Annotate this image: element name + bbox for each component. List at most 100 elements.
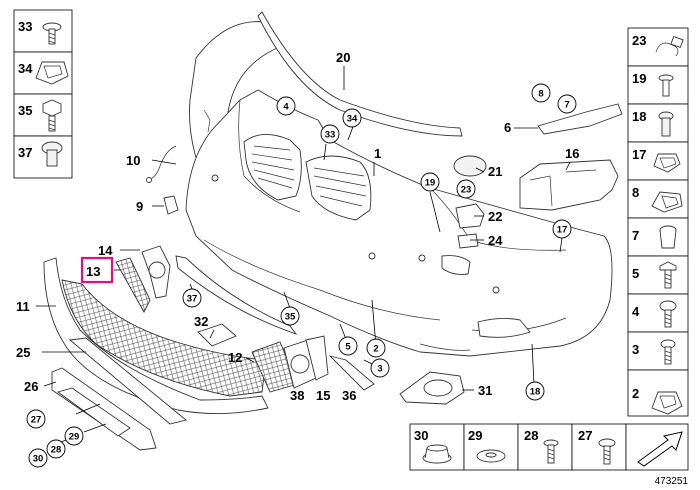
- label-17: 17: [632, 147, 646, 162]
- left-parts-column: 33 34 35 37: [13, 9, 73, 179]
- callout-35: 35: [285, 312, 296, 323]
- label-37: 37: [18, 145, 32, 160]
- callout-20: 20: [336, 50, 350, 65]
- callout-25: 25: [16, 345, 30, 360]
- callout-32: 32: [194, 314, 208, 329]
- screw-icon: [659, 300, 677, 328]
- hex-screw-icon: [42, 99, 62, 132]
- rivet-icon: [658, 74, 674, 97]
- callout-15: 15: [316, 388, 330, 403]
- trim-36: [328, 355, 375, 391]
- callout-27: 27: [31, 415, 42, 426]
- callout-8: 8: [538, 89, 543, 100]
- label-18: 18: [632, 109, 646, 124]
- right-parts-column: 23 19 18 17 8 7 5 4 3 2: [627, 27, 689, 417]
- callout-6: 6: [504, 120, 511, 135]
- callout-18: 18: [530, 387, 541, 398]
- plate-25: [68, 337, 187, 425]
- label-2: 2: [632, 386, 639, 401]
- screw-icon: [42, 22, 62, 45]
- callout-37: 37: [187, 294, 198, 305]
- callout-22: 22: [488, 209, 502, 224]
- trim-strip-37: [175, 255, 298, 335]
- callout-28: 28: [51, 445, 62, 456]
- callout-33: 33: [325, 130, 336, 141]
- callout-13: 13: [86, 264, 100, 279]
- callout-34: 34: [347, 114, 358, 125]
- lower-grille-mesh: [61, 279, 267, 397]
- clip-nut-icon: [651, 391, 683, 415]
- screw-icon: [598, 438, 616, 465]
- bottom-parts-row: 30 29 28 27: [409, 423, 689, 471]
- fog-light-opening: [441, 255, 471, 275]
- callout-1: 1: [374, 146, 381, 161]
- callout-38: 38: [290, 388, 304, 403]
- diagram-reference-number: 473251: [655, 476, 689, 487]
- spring-clip-icon: [655, 42, 679, 57]
- bumper-assembly: [43, 11, 623, 451]
- label-27: 27: [578, 428, 592, 443]
- air-duct: [519, 159, 619, 211]
- grille-mesh-13: [115, 257, 151, 313]
- sensor-bracket-32: [197, 323, 237, 347]
- label-19: 19: [632, 71, 646, 86]
- leader-lines: [36, 66, 571, 445]
- clip-nut-icon: [35, 61, 69, 85]
- label-4: 4: [632, 304, 640, 319]
- callout-12: 12: [228, 350, 242, 365]
- callout-5: 5: [345, 342, 351, 353]
- clip-nut-icon: [651, 191, 683, 213]
- callout-labels: 20 1 21 16 6 22 24 10 9 14 13 11 25 26 3…: [16, 50, 579, 403]
- bolt-icon: [41, 141, 63, 167]
- callout-31: 31: [478, 383, 492, 398]
- sensor-wire: [147, 145, 177, 181]
- screw-icon: [543, 439, 559, 464]
- callout-29: 29: [69, 432, 80, 443]
- grille-opening-left: [243, 134, 302, 201]
- callout-3: 3: [377, 364, 382, 375]
- callout-17: 17: [557, 225, 568, 236]
- callout-2: 2: [373, 344, 378, 355]
- callout-4: 4: [283, 102, 289, 113]
- mounting-bracket-22: [455, 203, 485, 229]
- screw-icon: [659, 261, 677, 289]
- screw-icon: [658, 111, 674, 137]
- label-7: 7: [632, 228, 639, 243]
- label-30: 30: [414, 428, 428, 443]
- label-5: 5: [632, 266, 639, 281]
- callout-36: 36: [342, 388, 356, 403]
- washer-icon: [476, 449, 506, 463]
- label-34: 34: [18, 61, 33, 76]
- label-35: 35: [18, 103, 32, 118]
- label-33: 33: [18, 19, 32, 34]
- direction-arrow-icon: [637, 431, 683, 467]
- callout-21: 21: [488, 164, 502, 179]
- label-29: 29: [468, 428, 482, 443]
- plug-icon: [659, 225, 677, 249]
- callout-26: 26: [24, 379, 38, 394]
- mounting-bracket-24: [457, 233, 479, 249]
- grommet-icon: [422, 444, 452, 464]
- callout-19: 19: [425, 178, 436, 189]
- callout-23: 23: [461, 185, 472, 196]
- callout-24: 24: [488, 233, 503, 248]
- clip-nut-icon: [653, 153, 681, 173]
- label-3: 3: [632, 342, 639, 357]
- label-23: 23: [632, 33, 646, 48]
- callout-9: 9: [136, 199, 143, 214]
- callout-7: 7: [564, 100, 569, 111]
- highlight-box: [80, 256, 114, 284]
- callout-30: 30: [33, 454, 44, 465]
- upper-mounting-strip: [257, 11, 463, 137]
- clip-9: [163, 195, 179, 215]
- tow-hook-cover: [453, 155, 487, 177]
- label-28: 28: [524, 428, 538, 443]
- label-8: 8: [632, 185, 639, 200]
- callout-16: 16: [565, 146, 579, 161]
- plate-26: [51, 367, 157, 451]
- screw-icon: [660, 339, 676, 365]
- side-bracket: [537, 103, 623, 135]
- fog-bracket-15: [305, 335, 329, 381]
